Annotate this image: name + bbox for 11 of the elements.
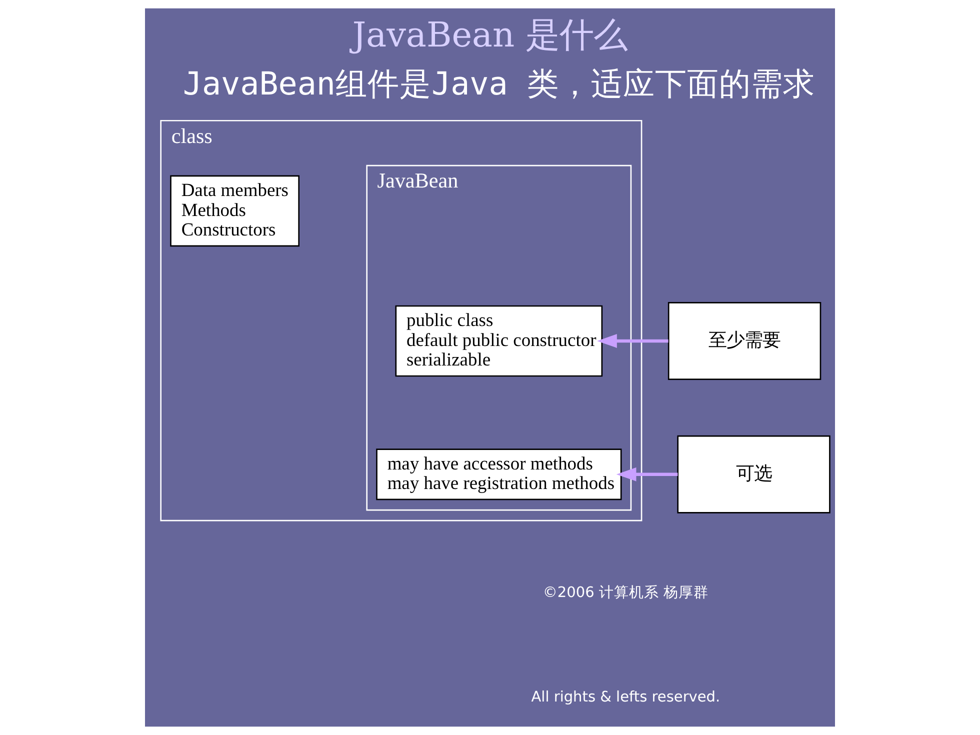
- label: JavaBean组件是Java 类，适应下面的需求: [182, 66, 815, 102]
- label: All rights & lefts reserved.: [531, 689, 720, 706]
- node-box: Data members Methods Constructors: [170, 175, 300, 247]
- node-box: may have accessor methods may have registration methods: [376, 448, 622, 500]
- arrow: [597, 334, 668, 348]
- label: ©2006 计算机系 杨厚群: [542, 584, 709, 601]
- diagram-title: JavaBean 是什么: [352, 15, 628, 56]
- node-box: public class default public constructor serializable: [395, 305, 603, 377]
- node-box: 可选: [677, 435, 830, 514]
- arrow: [616, 467, 678, 482]
- node-box: 至少需要: [668, 302, 822, 380]
